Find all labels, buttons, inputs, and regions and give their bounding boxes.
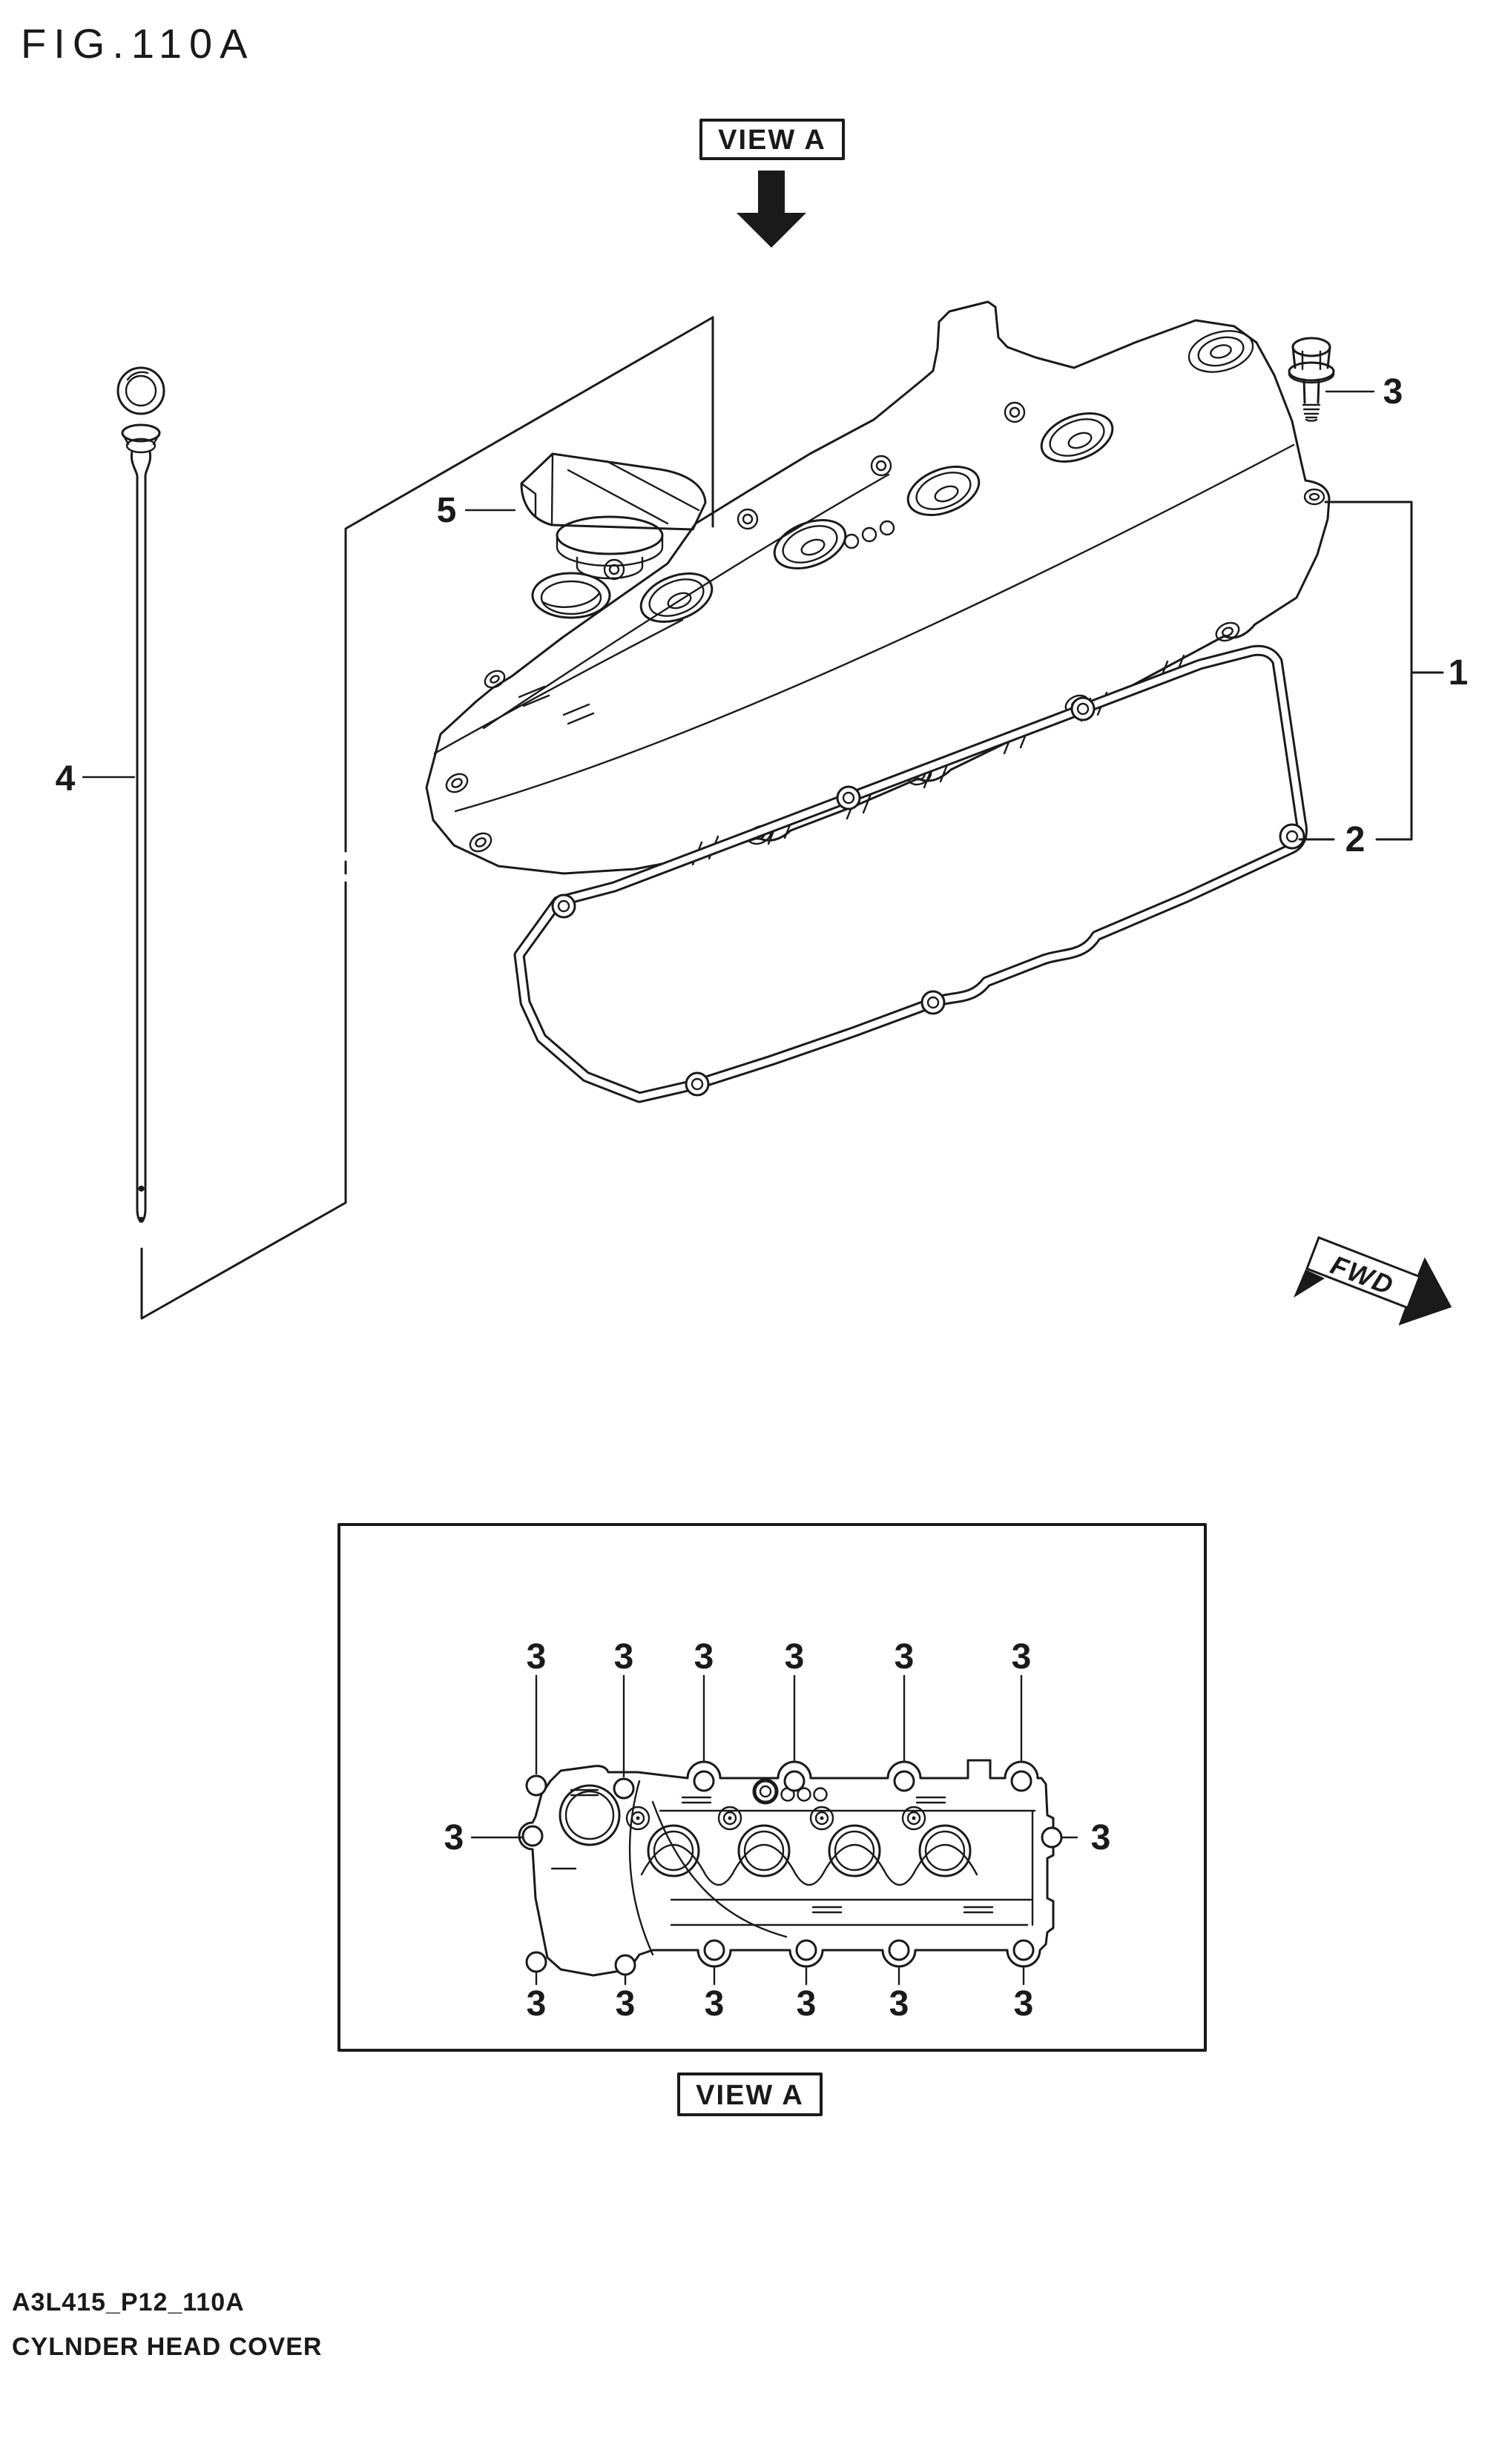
callout-bracket-1-2: 1 2 [1298,501,1469,859]
bolt-callout-label: 3 [895,1637,915,1677]
bolt-callout-label: 3 [616,1984,636,2024]
coil-wells [639,412,1114,623]
bolt-drawing [1288,337,1335,422]
callout-4-label: 4 [56,759,76,799]
top-view-drawing [518,1759,1063,1977]
plug-ports [647,1824,972,1877]
cover-bosses [603,401,1026,581]
dipstick-drawing [116,366,165,1223]
view-a-bottom-label: VIEW A [696,2080,804,2111]
callout-5-label: 5 [437,491,457,530]
figure-title: FIG.110A [21,20,255,67]
view-a-top-label: VIEW A [718,125,826,156]
bolt-callout-label: 3 [705,1984,725,2024]
bolt-callout-leaders [470,1674,1078,1986]
callout-1-label: 1 [1449,653,1469,693]
cover-rear-boss [1188,330,1254,373]
bolt-callout-label: 3 [694,1637,714,1677]
bolt-callout-label: 3 [889,1984,909,2024]
bolt-callout-label: 3 [614,1637,634,1677]
oil-cap-drawing [520,452,707,580]
filler-neck [531,572,611,619]
callout-3-label: 3 [1383,372,1403,412]
top-view-bolt-holes [521,1770,1063,1976]
view-a-marker-bottom: VIEW A [677,2072,823,2116]
bottom-view-box: 3 3 3 3 3 3 3 3 3 3 3 3 3 3 [337,1523,1207,2052]
bolt-callout-label: 3 [1012,1637,1032,1677]
callout-2-label: 2 [1345,820,1366,859]
bolt-callout-label: 3 [527,1984,547,2024]
gasket-drawing [513,644,1308,1103]
callout-3: 3 [1325,372,1403,412]
bolt-callout-label: 3 [527,1637,547,1677]
gasket-bolt-rings [551,696,1305,1097]
callout-4: 4 [56,759,136,799]
cover-ribs [518,654,1185,866]
plane-frame-outline [140,316,714,1320]
fwd-arrow-icon: FWD [1294,1236,1452,1326]
bolt-callout-labels: 3 3 3 3 3 3 3 3 3 3 3 3 3 3 [444,1637,1111,2024]
callout-5: 5 [437,491,516,530]
bolt-callout-label: 3 [1091,1818,1111,1857]
bolt-callout-label: 3 [444,1818,464,1857]
bolt-callout-label: 3 [1014,1984,1034,2024]
small-bosses [625,1787,926,1831]
bolt-callout-label: 3 [797,1984,817,2024]
view-a-down-arrow-icon [737,171,806,248]
footer-caption: CYLNDER HEAD COVER [12,2333,322,2361]
bolt-callout-label: 3 [785,1637,805,1677]
footer-code: A3L415_P12_110A [12,2288,245,2316]
view-a-marker-top: VIEW A [699,119,845,248]
